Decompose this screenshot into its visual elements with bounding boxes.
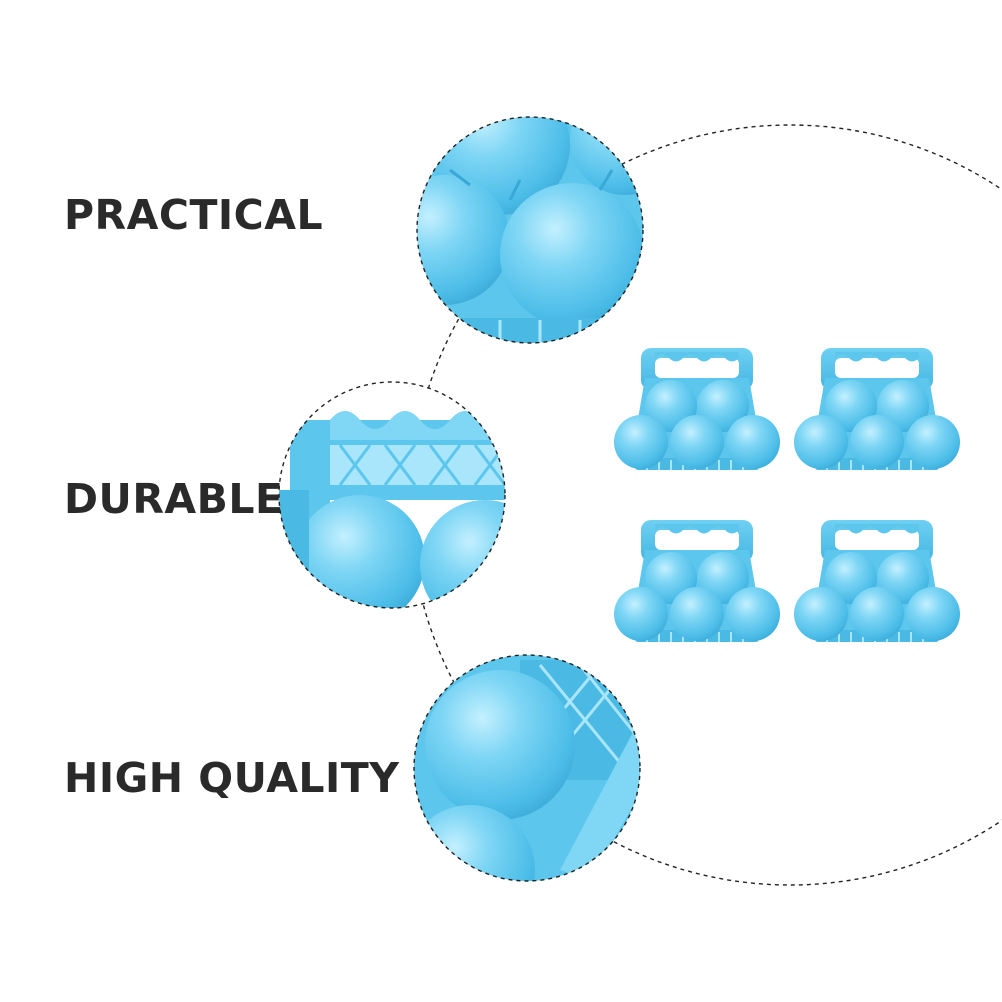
feature-label-durable: DURABLE	[64, 475, 284, 523]
product-unit	[613, 347, 781, 471]
product-grid	[613, 347, 961, 643]
feature-label-practical: PRACTICAL	[64, 191, 324, 239]
handle-closeup-icon	[278, 381, 506, 609]
edge-closeup-icon	[413, 654, 641, 882]
product-unit	[613, 519, 781, 643]
product-unit	[793, 347, 961, 471]
feature-label-high-quality: HIGH QUALITY	[64, 754, 400, 802]
product-unit	[793, 519, 961, 643]
snowball-closeup-icon	[416, 116, 644, 344]
